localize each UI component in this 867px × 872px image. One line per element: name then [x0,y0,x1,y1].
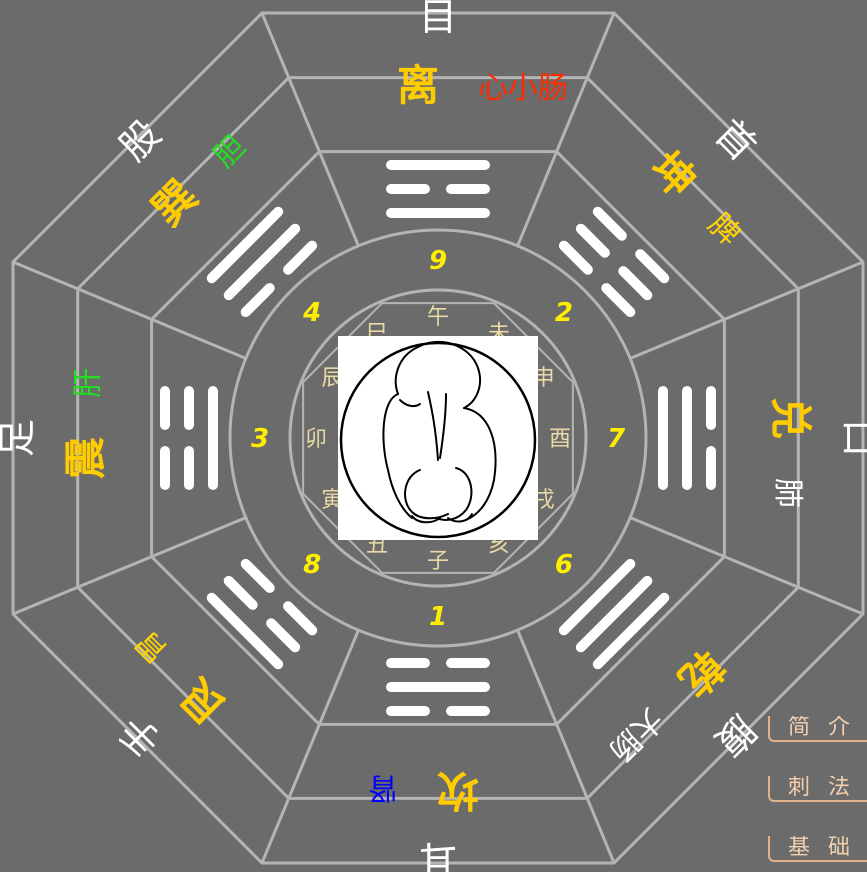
menu-technique-button[interactable]: 刺法 [768,776,867,802]
yin-line-right [633,247,671,285]
trigram-name: 震 [61,436,110,479]
organ-label: 肾 [368,770,398,805]
yin-line-left [446,706,490,716]
organ-label: 肺 [770,478,805,508]
yin-line-right [616,264,654,302]
yin-line-left [591,205,629,243]
trigram-symbol [557,557,672,672]
organ-label: 胆 [207,129,253,175]
yin-line-left [264,616,302,654]
yang-line [658,386,668,490]
yang-line [208,386,218,490]
organ-label: 心小肠 [478,71,568,106]
sector-1: 坤脾首 2 [555,111,765,328]
sector-7: 巽胆股 4 [111,111,321,328]
yin-line-left [160,446,170,490]
trigram-name: 乾 [669,641,733,705]
menu-intro-button[interactable]: 简介 [768,716,867,742]
yin-line-right [446,184,490,194]
trigram-name: 艮 [170,669,235,734]
body-part-label: 目 [419,0,457,39]
yin-line-left [386,184,430,194]
trigram-symbol [386,658,490,716]
yin-line-right [184,386,194,430]
yin-line-left [184,446,194,490]
sector-6: 震 肝足 3 [0,368,269,490]
trigram-name: 巽 [142,171,206,235]
sector-number: 9 [429,246,447,276]
branch-label: 午 [427,305,449,330]
yin-line-right [386,706,430,716]
center-figure-background [338,336,538,540]
yin-line-left [574,222,612,260]
branch-label: 卯 [305,427,327,452]
yang-line [386,682,490,692]
center-figure [338,336,538,540]
trigram-symbol [386,160,490,218]
body-part-label: 首 [707,111,765,169]
organ-label: 大肠 [602,701,669,768]
organ-label: 脾 [701,207,747,253]
menu-basics-button[interactable]: 基础 [768,836,867,862]
body-part-label: 股 [111,111,169,169]
trigram-symbol [160,386,218,490]
trigram-symbol [658,386,716,490]
organ-label: 胃 [129,623,175,669]
organ-label: 肝 [71,368,106,398]
trigram-symbol [205,557,320,672]
trigram-name: 坤 [641,142,705,206]
branch-label: 酉 [549,427,571,452]
sector-number: 2 [555,298,573,328]
yang-line [386,160,490,170]
trigram-symbol [205,205,320,320]
trigram-symbol [557,205,672,320]
yin-line-right [386,658,430,668]
sector-number: 8 [303,550,321,580]
yin-line-left [706,386,716,430]
trigram-name: 离 [397,61,439,110]
yin-line-right [160,386,170,430]
yin-line-right [222,574,260,612]
sector-number: 4 [302,298,321,328]
body-part-label: 口 [837,419,867,457]
body-part-label: 手 [111,707,169,765]
sector-number: 1 [429,602,447,632]
body-part-label: 耳 [419,837,457,872]
branch-label: 子 [427,549,449,574]
body-part-label: 足 [0,419,39,457]
trigram-name: 坎 [437,766,479,815]
sector-number: 7 [607,424,626,454]
sector-number: 3 [251,424,269,454]
yang-line [682,386,692,490]
yin-line-left [446,658,490,668]
yin-line-right [706,446,716,490]
sector-number: 6 [555,550,573,580]
yang-line [386,208,490,218]
body-part-label: 腹 [707,707,765,765]
trigram-name: 兑 [766,397,815,439]
